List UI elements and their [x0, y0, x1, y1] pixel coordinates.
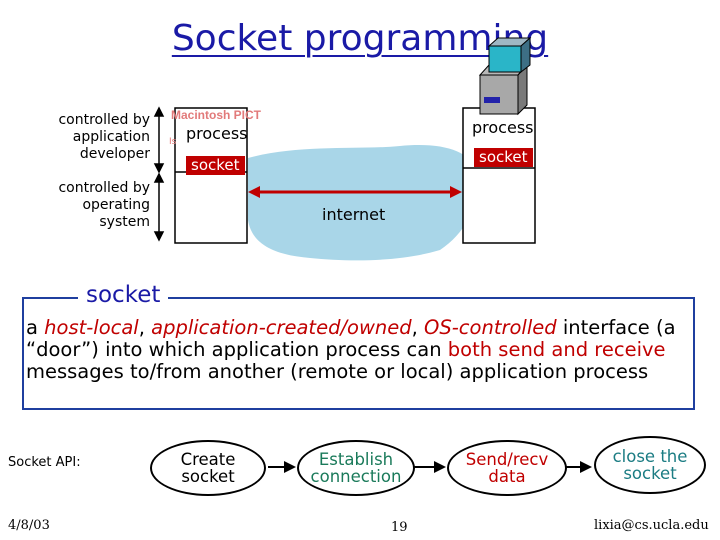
socket-api-label: Socket API: — [8, 455, 81, 470]
left-socket-label: socket — [186, 156, 245, 175]
label-application-controlled: controlled by application developer — [58, 112, 150, 162]
bracket-os — [153, 172, 165, 242]
internet-label: internet — [322, 205, 386, 224]
bracket-application — [153, 106, 165, 174]
definition-heading: socket — [78, 282, 169, 308]
definition-box — [22, 297, 695, 410]
internet-cloud — [248, 145, 477, 261]
term-send-receive: send and receive — [498, 338, 666, 361]
label-os-controlled: controlled by operating system — [58, 180, 150, 230]
definition-text: a host-local, application-created/owned,… — [26, 316, 676, 383]
right-process-label: process — [472, 118, 534, 137]
footer-date: 4/8/03 — [8, 518, 50, 533]
network-diagram — [153, 36, 536, 261]
footer-page-number: 19 — [391, 520, 408, 535]
internet-link — [248, 186, 462, 198]
term-both: both — [447, 338, 493, 361]
term-os-controlled: OS-controlled — [424, 316, 557, 339]
api-step-send-recv: Send/recv data — [447, 440, 567, 496]
left-process-label: process — [186, 124, 248, 143]
api-step-close-socket: close the socket — [594, 436, 706, 494]
term-application-created: application-created/owned — [151, 316, 412, 339]
api-step-establish-connection: Establish connection — [297, 440, 415, 496]
pict-placeholder-label: Macintosh PICT — [171, 108, 262, 122]
left-host-box — [174, 107, 248, 244]
api-flow-arrows — [268, 461, 592, 473]
term-host-local: host-local — [44, 316, 139, 339]
computer-icon — [478, 36, 532, 116]
pict-placeholder-fragment: Is — [169, 137, 177, 147]
api-step-create-socket: Create socket — [150, 440, 266, 496]
footer-email: lixia@cs.ucla.edu — [594, 518, 709, 533]
right-socket-label: socket — [474, 148, 533, 167]
slide-title: Socket programming — [171, 18, 549, 59]
